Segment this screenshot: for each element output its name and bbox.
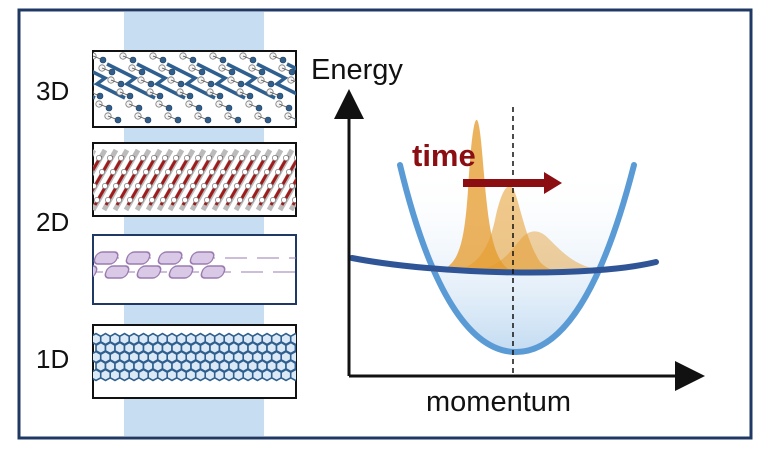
time-label: time [412,138,476,173]
panel-2d-a [92,142,297,217]
time-arrow-head [544,172,562,194]
dispersion-parabola [397,162,637,356]
label-2d: 2D [36,207,70,237]
panel-2d-b [92,234,297,305]
distribution-peak-late [470,231,600,272]
distribution-peak-mid [450,186,565,272]
nanotube-icon [93,332,296,382]
x-axis-label: momentum [426,386,572,418]
distribution-peak-early [432,119,510,272]
label-1d: 1D [36,344,70,374]
panel-3d [92,50,297,128]
y-axis-label: Energy [311,54,403,86]
panel-1d [92,324,297,399]
label-3d: 3D [36,76,70,106]
sheet-lattice-icon [93,251,296,279]
layered-lattice-icon [93,148,296,212]
band-diagram [334,89,705,391]
crystal-lattice-3d-icon [93,52,296,124]
